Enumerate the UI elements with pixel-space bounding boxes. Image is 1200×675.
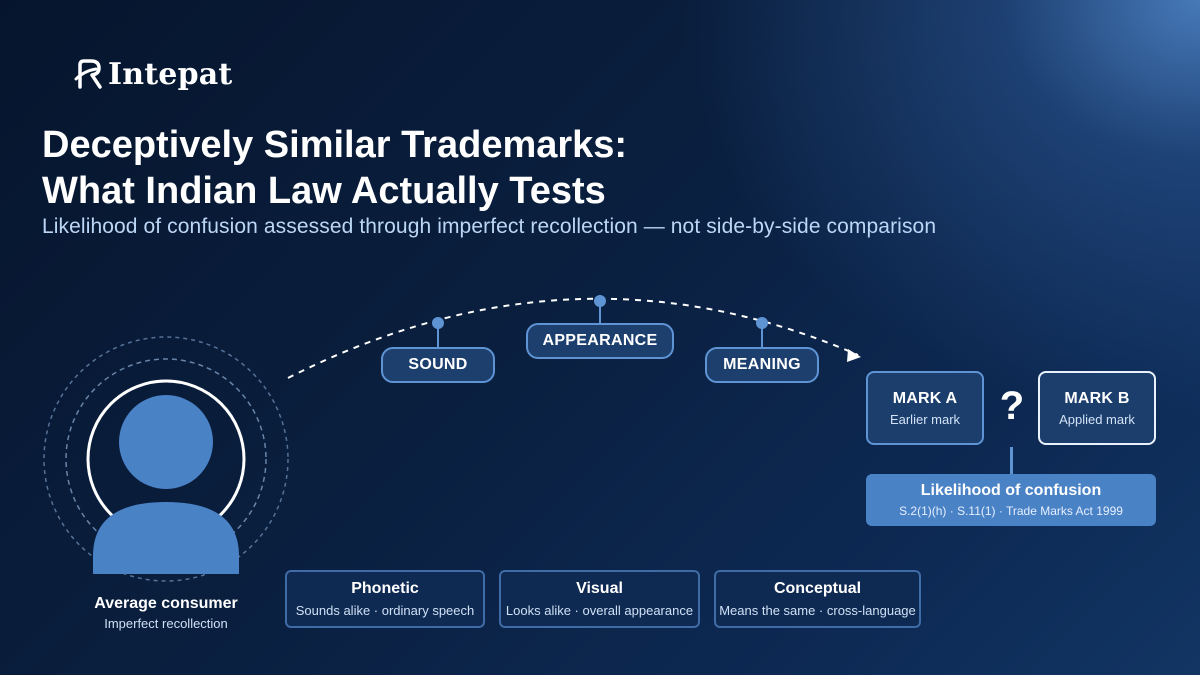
mark-b-title: MARK B	[1064, 389, 1130, 407]
test-card-visual: Visual Looks alike · overall appearance	[499, 570, 700, 628]
consumer-label: Average consumer	[94, 595, 238, 612]
step-sound: SOUND	[381, 347, 495, 383]
mark-a-box: MARK A Earlier mark	[866, 371, 984, 445]
dot-sound	[432, 317, 444, 329]
dot-appearance	[594, 295, 606, 307]
test-card-title: Phonetic	[351, 580, 419, 597]
test-card-conceptual: Conceptual Means the same · cross-langua…	[714, 570, 921, 628]
consumer-middle-ring	[65, 358, 267, 560]
page-title: Deceptively Similar Trademarks: What Ind…	[42, 122, 942, 214]
confusion-title: Likelihood of confusion	[920, 482, 1102, 499]
consumer-sublabel: Imperfect recollection	[104, 616, 228, 631]
test-card-phonetic: Phonetic Sounds alike · ordinary speech	[285, 570, 485, 628]
dot-meaning	[756, 317, 768, 329]
page-title-line-1: Deceptively Similar Trademarks:	[42, 124, 628, 166]
test-card-sub: Means the same · cross-language	[719, 603, 916, 618]
step-meaning: MEANING	[705, 347, 819, 383]
page-title-line-2: What Indian Law Actually Tests	[42, 170, 606, 212]
page-subtitle: Likelihood of confusion assessed through…	[42, 215, 937, 238]
person-icon	[93, 395, 239, 574]
confusion-box: Likelihood of confusion S.2(1)(h) · S.11…	[866, 474, 1156, 526]
mark-a-title: MARK A	[892, 389, 958, 407]
question-mark: ?	[999, 384, 1025, 428]
mark-a-sub: Earlier mark	[889, 411, 961, 427]
consumer-inner-ring	[86, 379, 246, 539]
mark-b-box: MARK B Applied mark	[1038, 371, 1156, 445]
brand-logo: Intepat	[74, 56, 232, 92]
test-card-sub: Looks alike · overall appearance	[505, 603, 694, 618]
mark-b-sub: Applied mark	[1059, 411, 1135, 427]
test-card-title: Conceptual	[773, 580, 862, 597]
flow-arrowhead	[847, 349, 861, 362]
brand-name: Intepat	[108, 56, 233, 92]
confusion-sub: S.2(1)(h) · S.11(1) · Trade Marks Act 19…	[899, 504, 1123, 518]
test-card-title: Visual	[576, 580, 623, 597]
comparison-connector	[1010, 447, 1013, 475]
step-appearance: APPEARANCE	[526, 323, 674, 359]
test-card-sub: Sounds alike · ordinary speech	[295, 603, 475, 618]
intepat-logo-icon	[74, 59, 102, 89]
consumer-outer-ring	[43, 336, 289, 582]
